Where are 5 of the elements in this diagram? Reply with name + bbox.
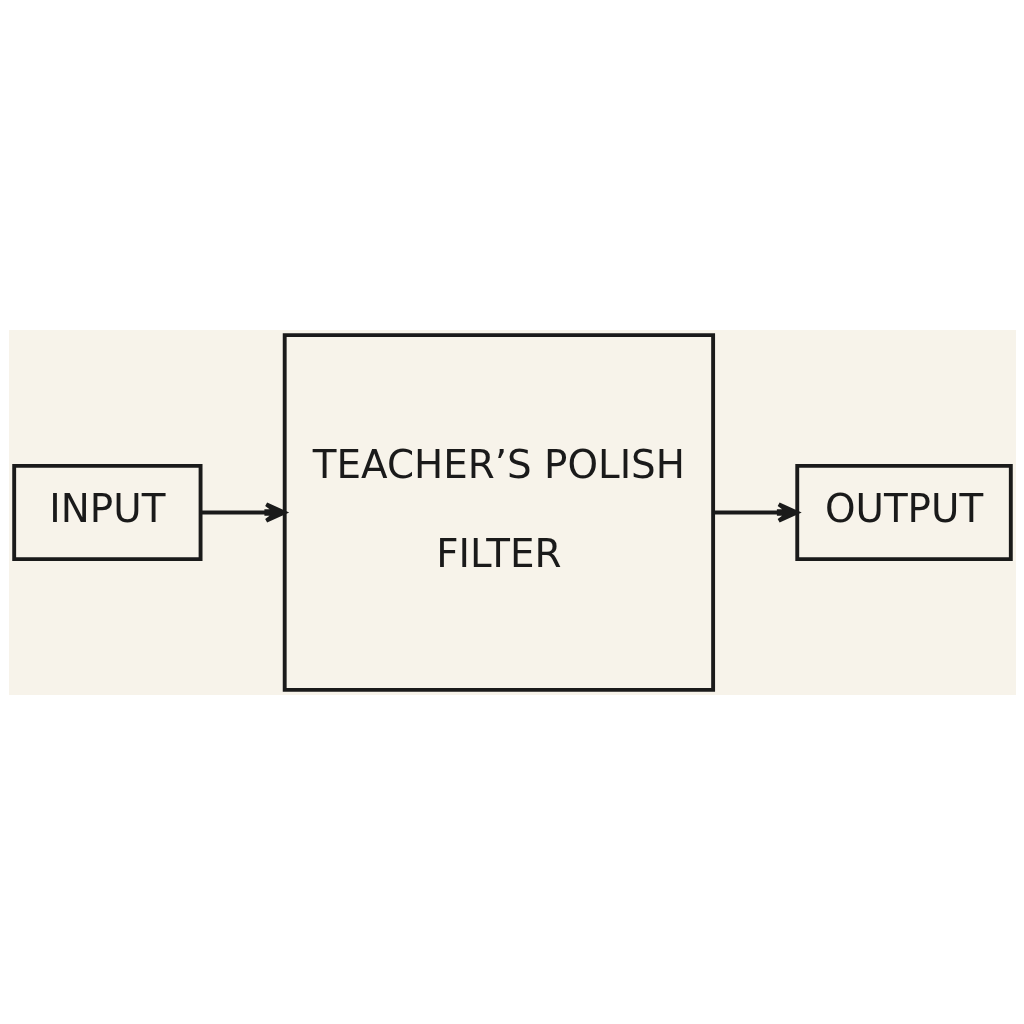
node-box: INPUT: [11, 463, 202, 561]
node-box: OUTPUT: [794, 463, 1013, 561]
node-box: TEACHER’S POLISH FILTER: [282, 332, 715, 692]
arrow: [200, 501, 286, 523]
arrow: [712, 501, 799, 523]
